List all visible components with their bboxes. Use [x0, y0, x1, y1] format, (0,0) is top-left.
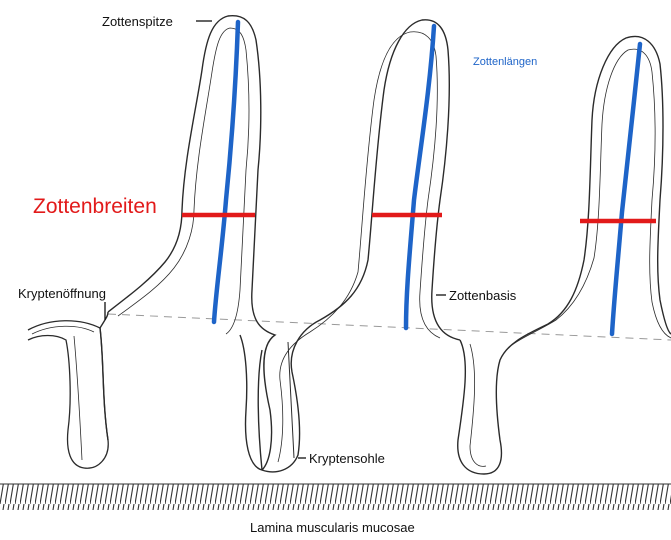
villus-base-label: Zottenbasis [449, 289, 516, 302]
villus-widths-label: Zottenbreiten [33, 196, 157, 217]
villus-1 [100, 16, 275, 470]
villus-lengths-label: Zottenlängen [473, 57, 537, 68]
villus-width-lines [182, 215, 656, 221]
muscularis-band [0, 484, 671, 510]
length-line-2 [406, 26, 434, 328]
villus-tip-label: Zottenspitze [102, 15, 173, 28]
crypt-opening-label: Kryptenöffnung [18, 287, 106, 300]
length-line-3 [612, 44, 640, 334]
crypt-left [28, 321, 108, 468]
length-line-1 [214, 22, 238, 322]
reference-dashed-line [108, 314, 671, 340]
crypt-floor-label: Kryptensohle [309, 452, 385, 465]
villus-3 [458, 36, 671, 474]
muscularis-label: Lamina muscularis mucosae [250, 521, 415, 534]
leader-lines [105, 21, 446, 458]
